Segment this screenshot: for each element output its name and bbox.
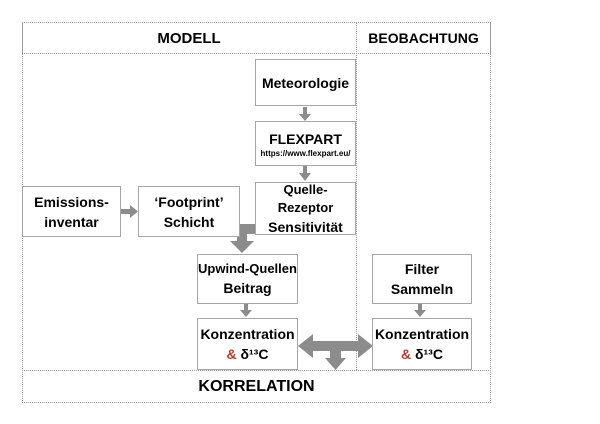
quelle-rezeptor-line1: Quelle-Rezeptor xyxy=(277,181,334,215)
header-beobachtung: BEOBACHTUNG xyxy=(368,30,479,46)
box-konzentration-modell: Konzentration & δ¹³C xyxy=(197,318,298,370)
box-emissionsinventar: Emissions- inventar xyxy=(22,186,121,237)
box-konzentration-beobachtung: Konzentration & δ¹³C xyxy=(372,318,472,370)
arrow-emissions-footprint xyxy=(121,205,138,218)
flexpart-label: FLEXPART xyxy=(269,130,342,147)
konz-obs-delta: δ¹³C xyxy=(415,346,443,362)
box-meteorologie: Meteorologie xyxy=(255,59,356,106)
box-upwind-quellen: Upwind-Quellen Beitrag xyxy=(197,254,298,304)
arrow-correlation-t xyxy=(298,334,373,370)
box-filter: Filter Sammeln xyxy=(372,254,472,304)
flexpart-url: https://www.flexpart.eu/ xyxy=(260,148,351,158)
konz-modell-delta: δ¹³C xyxy=(240,346,269,362)
korrelation-row xyxy=(22,370,491,403)
arrow-meteorologie-flexpart xyxy=(299,107,311,121)
upwind-line2: Beitrag xyxy=(223,280,272,296)
filter-line2: Sammeln xyxy=(390,281,454,297)
box-flexpart: FLEXPART https://www.flexpart.eu/ xyxy=(255,121,356,166)
meteorologie-label: Meteorologie xyxy=(261,74,350,91)
arrow-filter-konz xyxy=(414,304,426,317)
arrow-merge-upwind xyxy=(227,224,257,253)
quelle-rezeptor-line2: Sensitivität xyxy=(268,218,343,235)
konz-obs-line1: Konzentration xyxy=(374,326,470,342)
arrow-upwind-konz xyxy=(240,304,252,317)
upwind-line1: Upwind-Quellen xyxy=(198,261,297,276)
konz-modell-line2: & δ¹³C xyxy=(227,344,269,364)
konz-obs-amp: & xyxy=(401,346,412,362)
filter-line1: Filter xyxy=(404,261,440,277)
emissions-line1: Emissions- xyxy=(34,193,109,210)
box-quelle-rezeptor: Quelle-Rezeptor Sensitivität xyxy=(255,182,356,235)
footprint-line1: ‘Footprint’ xyxy=(154,193,224,210)
footprint-line2: Schicht xyxy=(163,213,215,230)
box-footprint: ‘Footprint’ Schicht xyxy=(138,186,240,237)
header-modell: MODELL xyxy=(157,29,221,47)
konz-modell-amp: & xyxy=(226,346,237,362)
header-row xyxy=(22,22,491,54)
konz-obs-line2: & δ¹³C xyxy=(401,344,443,364)
arrow-flexpart-quelle xyxy=(299,166,311,181)
konz-modell-line1: Konzentration xyxy=(200,326,295,342)
column-divider xyxy=(356,22,357,370)
header-korrelation: KORRELATION xyxy=(198,377,315,395)
emissions-line2: inventar xyxy=(44,213,99,230)
